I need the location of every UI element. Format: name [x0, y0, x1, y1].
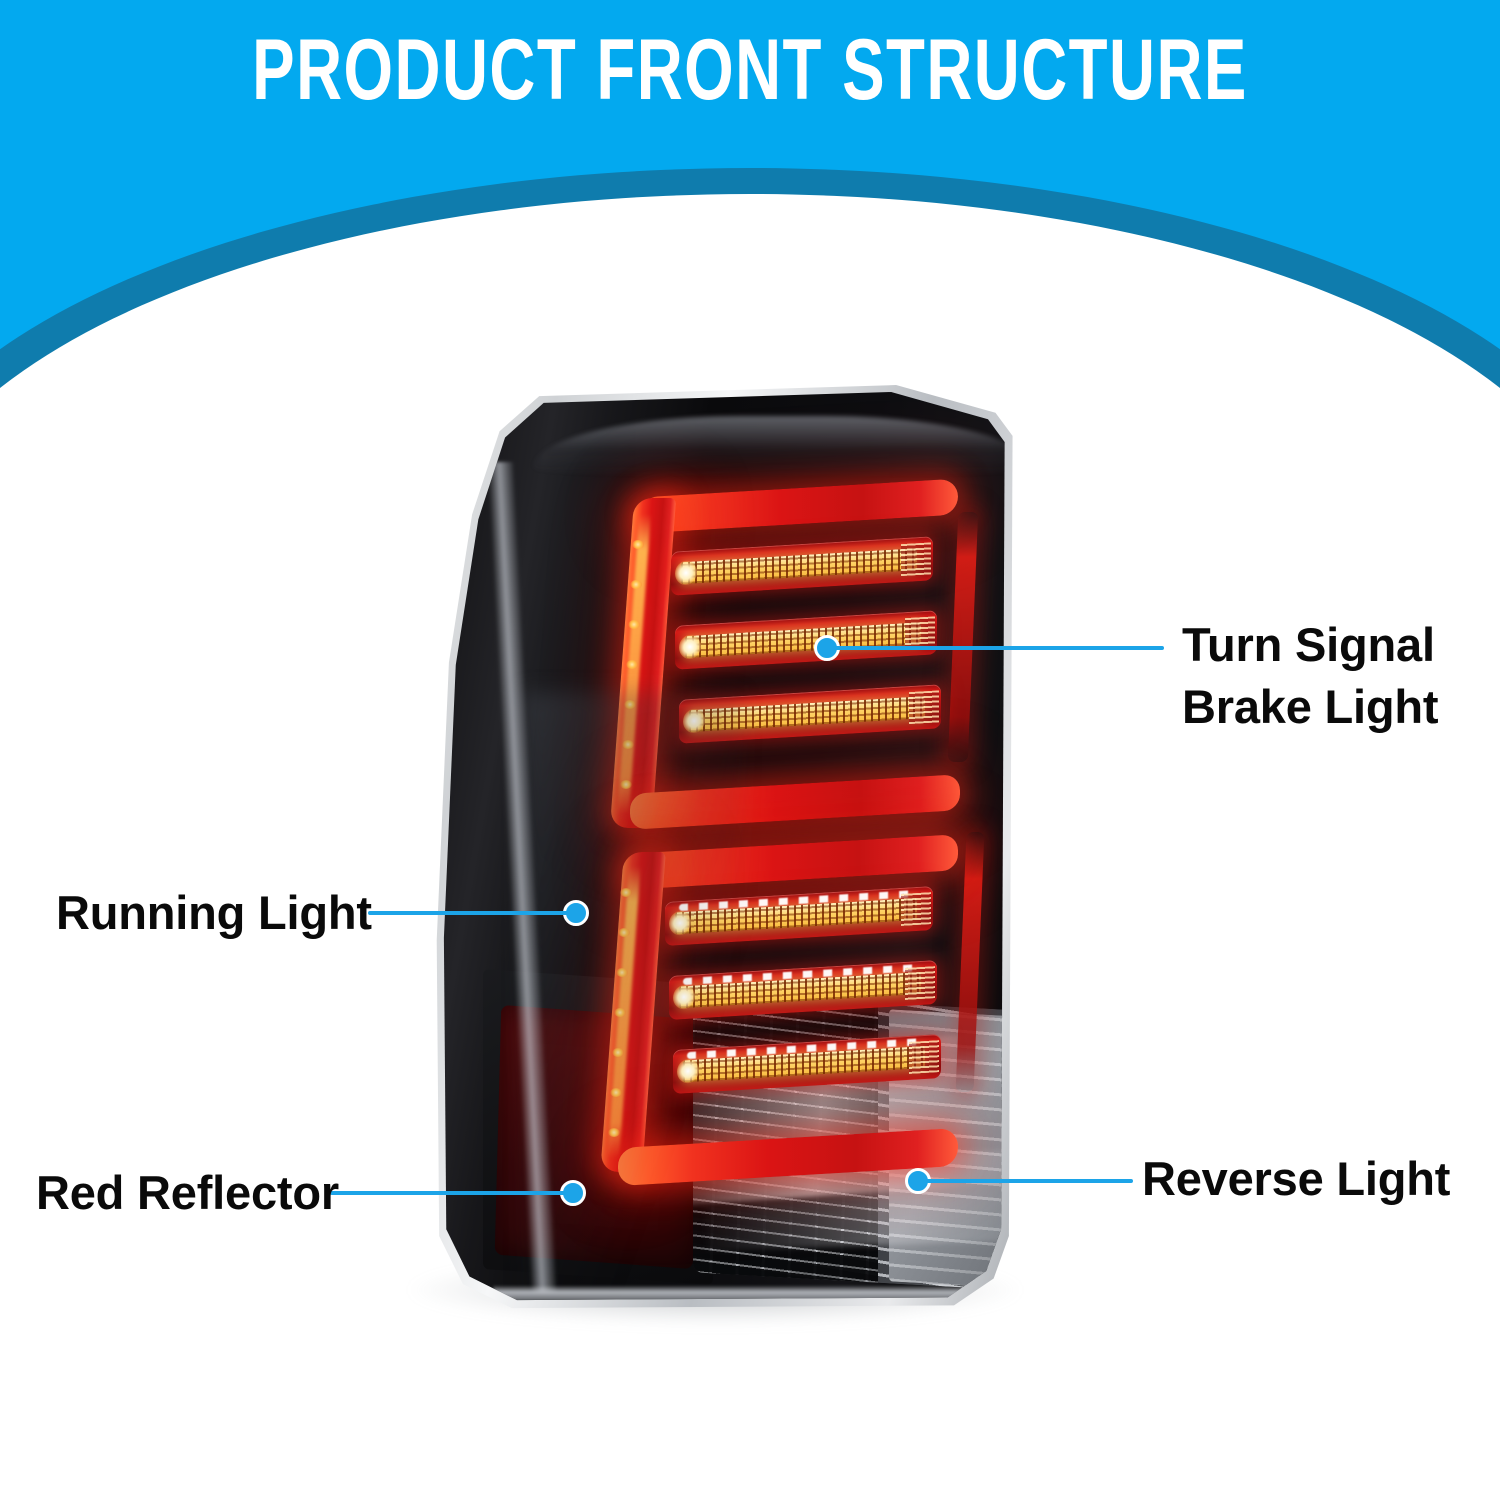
- banner-arc-white: [0, 194, 1500, 400]
- callout-label-line-1: Reverse Light: [1142, 1152, 1451, 1205]
- callout-line-running-light: [368, 911, 570, 915]
- header-banner: PRODUCT FRONT STRUCTURE: [0, 0, 1500, 400]
- page-title: PRODUCT FRONT STRUCTURE: [252, 22, 1248, 118]
- led-emitter-tail: [909, 1040, 939, 1074]
- running-light-led: [608, 1128, 620, 1137]
- callout-label-line-1: Turn Signal: [1182, 618, 1435, 671]
- callout-line-red-reflector: [330, 1191, 568, 1195]
- running-light-led: [610, 1088, 622, 1097]
- housing-bottom-chrome: [493, 1285, 1005, 1301]
- lamp-housing: [443, 392, 1005, 1301]
- running-light-led: [626, 660, 638, 669]
- led-emitter-tail: [901, 542, 931, 577]
- callout-label-line-1: Red Reflector: [36, 1166, 339, 1219]
- running-light-led: [620, 780, 632, 789]
- running-light-led: [632, 540, 644, 549]
- running-light-led: [612, 1048, 624, 1057]
- running-light-led: [630, 580, 642, 589]
- running-light-led: [620, 888, 632, 897]
- running-light-guide: [600, 478, 988, 1187]
- housing-right-chrome: [1028, 426, 1065, 1286]
- led-emitter-tail: [905, 966, 935, 1000]
- running-light-led: [618, 928, 630, 937]
- callout-label-line-1: Running Light: [56, 886, 372, 939]
- callout-line-turn-signal-brake-light: [834, 646, 1164, 650]
- callout-line-reverse-light: [925, 1179, 1133, 1183]
- led-emitter-grid: [681, 548, 917, 585]
- callout-label-turn-signal-brake-light: Turn Signal Brake Light: [1182, 614, 1439, 738]
- callout-label-running-light: Running Light: [56, 882, 372, 944]
- callout-label-line-2: Brake Light: [1182, 680, 1439, 733]
- callout-label-reverse-light: Reverse Light: [1142, 1148, 1450, 1210]
- product-image: [350, 375, 1070, 1335]
- running-light-led: [628, 620, 640, 629]
- housing-reflection: [523, 692, 743, 1301]
- led-emitter-grid: [685, 622, 921, 659]
- callout-label-red-reflector: Red Reflector: [36, 1162, 339, 1224]
- housing-top-highlight: [533, 416, 1005, 478]
- running-light-led: [624, 700, 636, 709]
- light-guide-upper-top: [640, 478, 958, 534]
- led-emitter-tail: [901, 892, 931, 926]
- led-emitter-tail: [909, 690, 939, 725]
- running-light-led: [614, 1008, 626, 1017]
- running-light-led: [622, 740, 634, 749]
- running-light-led: [616, 968, 628, 977]
